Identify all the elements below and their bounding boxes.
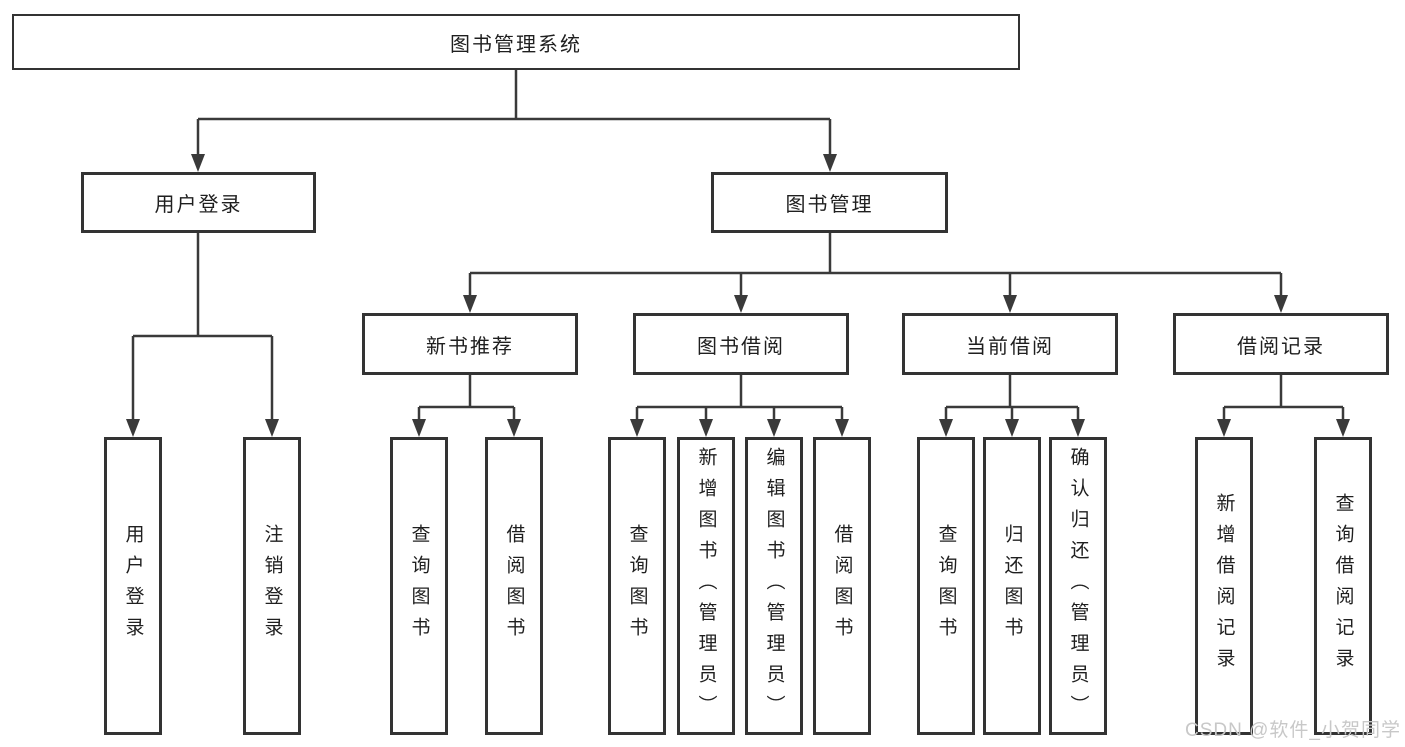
node-label: 图书借阅 (697, 335, 785, 358)
node-label: 确认归还（管理员） (1067, 446, 1089, 726)
leaf-borrow-borrow-books: 借阅图书 (813, 437, 871, 735)
leaf-borrow-add-books-admin: 新增图书（管理员） (677, 437, 735, 735)
node-label: 借阅图书 (503, 524, 525, 648)
arrowhead-icons (126, 154, 1350, 437)
leaf-borrow-edit-books-admin: 编辑图书（管理员） (745, 437, 803, 735)
leaf-current-query-books: 查询图书 (917, 437, 975, 735)
node-label: 注销登录 (261, 524, 283, 648)
node-label: 查询图书 (626, 524, 648, 648)
node-label: 新增图书（管理员） (695, 446, 717, 726)
watermark: CSDN @软件_小贺同学 (1185, 720, 1401, 741)
node-label: 查询图书 (935, 524, 957, 648)
leaf-recommend-query-books: 查询图书 (390, 437, 448, 735)
node-label: 查询借阅记录 (1332, 493, 1354, 679)
node-label: 查询图书 (408, 524, 430, 648)
node-label: 当前借阅 (966, 335, 1054, 358)
node-current-borrowing: 当前借阅 (902, 313, 1118, 375)
leaf-recommend-borrow-books: 借阅图书 (485, 437, 543, 735)
node-book-borrowing: 图书借阅 (633, 313, 849, 375)
leaf-records-query-record: 查询借阅记录 (1314, 437, 1372, 735)
leaf-current-return-books: 归还图书 (983, 437, 1041, 735)
node-label: 编辑图书（管理员） (763, 446, 785, 726)
node-new-book-recommend: 新书推荐 (362, 313, 578, 375)
node-label: 新书推荐 (426, 335, 514, 358)
node-label: 借阅图书 (831, 524, 853, 648)
node-library-management-system: 图书管理系统 (12, 14, 1020, 70)
leaf-records-add-record: 新增借阅记录 (1195, 437, 1253, 735)
node-label: 新增借阅记录 (1213, 493, 1235, 679)
leaf-user-login: 用户登录 (104, 437, 162, 735)
node-borrowing-records: 借阅记录 (1173, 313, 1389, 375)
node-label: 用户登录 (122, 524, 144, 648)
node-label: 图书管理 (785, 194, 874, 216)
node-user-login: 用户登录 (81, 172, 316, 233)
leaf-current-confirm-return-admin: 确认归还（管理员） (1049, 437, 1107, 735)
node-label: 借阅记录 (1237, 335, 1325, 358)
leaf-borrow-query-books: 查询图书 (608, 437, 666, 735)
node-book-management: 图书管理 (711, 172, 948, 233)
node-label: 用户登录 (154, 194, 243, 216)
node-label: 归还图书 (1001, 524, 1023, 648)
node-label: 图书管理系统 (450, 33, 582, 56)
leaf-logout: 注销登录 (243, 437, 301, 735)
